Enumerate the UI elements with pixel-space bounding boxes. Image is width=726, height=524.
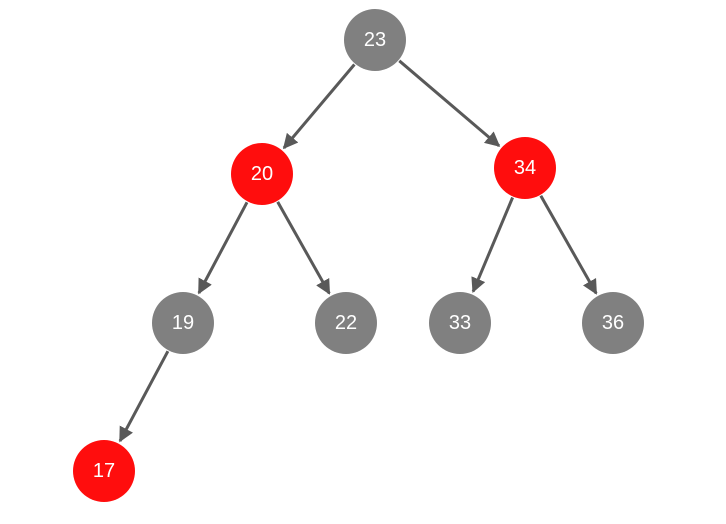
node-circle-black (582, 292, 644, 354)
tree-node-36: 36 (582, 292, 644, 354)
node-circle-black (152, 292, 214, 354)
node-circle-red (494, 137, 556, 199)
edge-23-to-20 (282, 63, 356, 150)
node-label: 23 (364, 29, 386, 51)
tree-node-19: 19 (152, 292, 214, 354)
node-circle-black (429, 292, 491, 354)
node-label: 33 (449, 312, 471, 334)
node-circle-red (73, 440, 135, 502)
edge-23-to-34 (398, 59, 501, 148)
edge-20-to-19 (197, 201, 249, 295)
node-label: 36 (602, 312, 624, 334)
tree-node-34: 34 (494, 137, 556, 199)
edge-20-to-22 (276, 201, 331, 295)
node-circle-black (315, 292, 377, 354)
tree-node-20: 20 (231, 143, 293, 205)
node-label: 20 (251, 163, 273, 185)
tree-node-22: 22 (315, 292, 377, 354)
edge-19-to-17 (118, 350, 170, 443)
node-label: 19 (172, 312, 194, 334)
node-label: 22 (335, 312, 357, 334)
node-circle-black (344, 9, 406, 71)
node-circle-red (231, 143, 293, 205)
node-label: 17 (93, 460, 115, 482)
nodes-layer: 23 20 34 19 22 33 36 17 (73, 9, 644, 502)
edge-34-to-36 (539, 195, 598, 295)
tree-node-33: 33 (429, 292, 491, 354)
tree-node-23: 23 (344, 9, 406, 71)
edges-layer (118, 59, 598, 443)
edge-34-to-33 (471, 196, 514, 293)
node-label: 34 (514, 157, 536, 179)
tree-node-17: 17 (73, 440, 135, 502)
